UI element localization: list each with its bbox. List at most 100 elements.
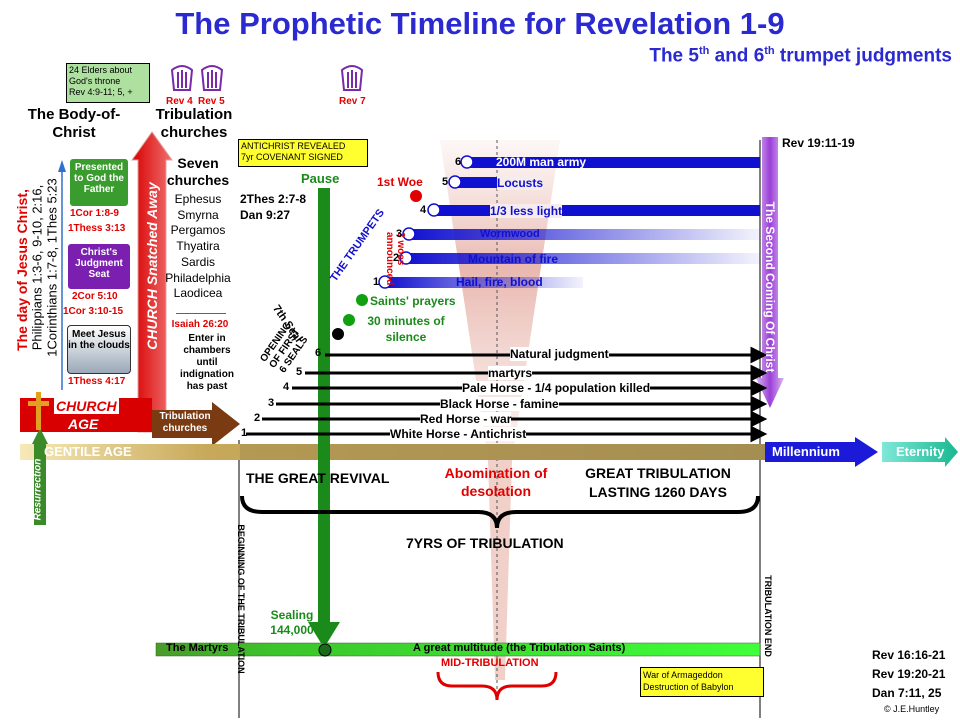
credit: © J.E.Huntley [884,704,940,714]
trumpet-number: 5 [442,176,449,188]
eternity-label: Eternity [896,444,945,459]
eternity-arrow [882,437,958,467]
silence-label: 30 minutes of silence [367,314,445,344]
bottom-refs: Rev 16:16-21 Rev 19:20-21 Dan 7:11, 25 [872,646,945,703]
day-refs-2: 1Corinthians 1:7-8, 1Thes 5:23 [44,178,60,357]
day-refs-1: Philippians 1:3-6, 9-10, 2:16, [29,184,45,351]
church-item: Philadelphia [165,270,231,285]
pause-label: Pause [301,171,340,186]
seal-label: Pale Horse - 1/4 population killed [462,381,651,395]
presented-ref-1: 1Cor 1:8-9 [70,208,119,219]
church-item: Laodicea [173,286,223,301]
first-woe-label: 1st Woe [377,175,423,189]
dan-ref: Dan 9:27 [240,208,291,222]
seal-number: 3 [268,397,275,409]
trumpet-bar-6 [465,157,760,168]
second-coming-label: The Second Coming Of Christ [763,201,777,373]
harp-label-rev5: Rev 5 [198,96,225,107]
antichrist-line-2: 7yr COVENANT SIGNED [241,152,343,162]
bottom-ref: Dan 7:11, 25 [872,686,942,700]
meet-jesus-ref: 1Thess 4:17 [68,376,126,387]
elders-line-1: 24 Elders about [69,65,133,75]
judgment-ref-1: 2Cor 5:10 [72,291,118,302]
church-item: Smyrna [177,207,219,222]
mid-trib-label: MID-TRIBULATION [441,657,539,669]
seven-churches-title: Seven churches [166,155,230,188]
antichrist-line-1: ANTICHRIST REVEALED [241,141,346,151]
church-age-label-2: AGE [68,416,99,432]
body-of-christ-heading: The Body-of-Christ [27,106,121,141]
sealing-dot [318,643,332,657]
trumpet-bar-4 [432,205,760,216]
harp-icon [170,65,364,91]
trumpet-label: 200M man army [496,155,587,169]
sealing-line-1: Sealing [270,608,314,622]
elders-line-3: Rev 4:9-11; 5, + [69,87,133,97]
church-item: Sardis [180,254,215,269]
trumpet-bar-1 [383,277,583,288]
armageddon-box: War of Armageddon Destruction of Babylon [640,667,764,697]
great-trib-label-2: LASTING 1260 DAYS [589,484,727,500]
trumpet-label: Wormwood [480,228,540,240]
mid-trib-brace [436,671,558,701]
armageddon-line-1: War of Armageddon [643,670,723,680]
elders-line-2: God's throne [69,76,121,86]
church-age-label-1: CHURCH [54,398,119,414]
antichrist-box: ANTICHRIST REVEALED 7yr COVENANT SIGNED [238,139,368,167]
thes-ref: 2Thes 2:7-8 [240,192,307,206]
judgment-ref-2: 1Cor 3:10-15 [63,306,124,317]
trumpet-number: 2 [393,252,400,264]
harp-label-rev4: Rev 4 [166,96,193,107]
saints-prayers-dot [356,294,368,306]
trumpet-bar-5 [453,177,523,188]
isaiah-rule [176,313,226,314]
elders-box: 24 Elders about God's throne Rev 4:9-11;… [66,63,150,103]
seal-label: Red Horse - war [420,412,512,426]
trumpet-label: Locusts [497,176,544,190]
isaiah-text: Enter in chambers until indignation has … [180,333,234,392]
meet-jesus-box: Meet Jesus in the clouds [67,325,131,374]
seal-number: 4 [283,381,290,393]
multitude-bar [155,642,761,657]
trumpet-number: 3 [396,228,403,240]
rev19-ref: Rev 19:11-19 [782,136,855,150]
presented-box: Presented to God the Father [69,158,129,207]
armageddon-line-2: Destruction of Babylon [643,682,734,692]
saints-prayers-label: Saints' prayers [370,294,456,308]
millennium-label: Millennium [772,444,840,459]
judgment-seat-box: Christ's Judgment Seat [67,243,131,290]
martyrs-label: The Martyrs [166,642,229,654]
trumpet-label: 1/3 less light [490,204,563,218]
isaiah-ref: Isaiah 26:20 [171,319,229,330]
church-item: Thyatira [176,239,220,254]
seal-number: 1 [241,427,248,439]
seal-label: White Horse - Antichrist [390,427,527,441]
trumpet-label: Hail, fire, blood [456,275,543,289]
abomination-label: Abomination of desolation [444,465,548,499]
trumpet-number: 4 [420,204,427,216]
silence-dot [343,314,355,326]
tribulation-churches-arrow [152,402,240,446]
church-snatched-arrow [131,131,173,433]
church-age-bar [20,398,152,432]
seal-label: martyrs [488,366,533,380]
bottom-ref: Rev 19:20-21 [872,667,946,681]
seven-years-label: 7YRS OF TRIBULATION [406,535,564,551]
sealing-label: Sealing 144,000 [262,608,322,638]
gentile-age-label: GENTILE AGE [44,444,132,459]
seal-number: 6 [315,347,322,359]
great-trib-label-1: GREAT TRIBULATION [585,465,731,481]
trib-churches-arrow-label: Tribulation churches [159,411,211,434]
church-list: Ephesus Smyrna Pergamos Thyatira Sardis … [156,192,240,302]
first-woe-dot [410,190,422,202]
trib-end-label: TRIBULATION END [763,575,773,657]
cross-icon [36,392,41,430]
trumpet-number: 1 [373,276,380,288]
seventh-seal-dot [332,328,344,340]
day-of-christ-text: The day of Jesus Christ, [14,189,30,351]
bottom-ref: Rev 16:16-21 [872,648,946,662]
tribulation-churches-heading: Tribulation churches [155,106,233,141]
mid-trib-cone [440,140,560,460]
presented-ref-2: 1Thess 3:13 [68,223,126,234]
